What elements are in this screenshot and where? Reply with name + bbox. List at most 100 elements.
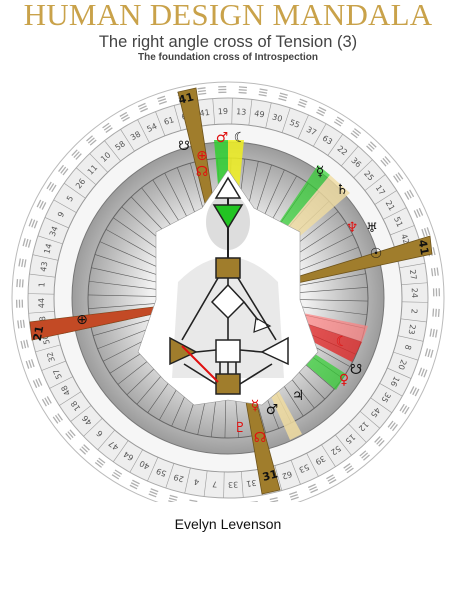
hexagram-icon [168,494,178,502]
gate-number: 14 [42,243,53,255]
gate-number: 1 [37,282,46,288]
gate-tick [401,282,428,286]
hexagram-icon [418,367,428,378]
gate-tick [364,174,386,191]
hexagram-icon [129,479,140,490]
gate-label-bottom: 31 [261,467,279,484]
gate-tick [97,429,115,450]
hexagram-icon [316,106,327,117]
gate-number: 20 [396,358,408,371]
design-mars-icon: ♂ [266,402,279,418]
hexagram-icon [359,450,370,461]
hexagram-icon [52,413,63,424]
gate-tick [281,107,291,133]
hexagram-icon [409,386,420,397]
gate-tick [370,397,393,413]
throat-center [215,257,241,279]
gate-tick [41,360,66,371]
hexagram-icon [148,488,159,498]
gate-tick [137,119,150,143]
hexagram-icon [269,497,279,502]
design-north-node-icon: ☊ [254,430,266,446]
gate-number: 38 [129,130,142,143]
heart-center [253,317,272,333]
moon-icon: ☾ [234,130,247,146]
hexagram-icon [429,328,438,338]
gate-tick [231,98,233,125]
hexagram-icon [366,141,377,152]
bodygraph-channels [181,277,277,385]
gate-tick [28,310,55,314]
gate-tick [383,207,407,220]
hexagram-icon [20,339,29,349]
gate-tick [70,405,92,422]
gate-number: 7 [212,479,218,488]
gate-tick [89,153,108,173]
gate-tick [348,423,367,443]
gate-number: 27 [408,269,418,280]
hexagram-symbols [15,85,441,502]
gate-tick [321,444,336,467]
hexagram-icon [28,218,38,229]
gate-number: 53 [298,462,311,474]
gate-tick [120,129,135,152]
gate-tick [397,335,424,342]
gate-number: 61 [163,115,176,127]
gate-tick [393,351,419,361]
gate-tick [203,470,208,497]
gate-tick [32,254,59,261]
hexagram-icon [46,181,57,193]
hexagram-icon [343,463,354,474]
gate-spoke [287,287,368,294]
gate-number: 62 [281,469,294,481]
gate-number: 54 [145,122,158,134]
gate-tick [53,199,77,213]
gate-label-left: 21 [31,325,46,342]
hexagram-icon [86,135,97,146]
gate-tick [290,460,301,485]
gate-tick [147,457,159,482]
gate-tick [335,434,352,456]
design-moon-icon: ☾ [336,334,349,350]
gate-number: 32 [45,351,57,364]
gate-number: 40 [138,459,151,472]
gate-tick [28,293,55,295]
design-earth-icon: ⊕ [76,312,88,328]
pluto-icon: ♇ [234,420,247,436]
gate-tick [374,190,397,205]
hexagram-icon [387,420,398,432]
mars-icon: ♂ [216,130,229,146]
gate-spoke [88,294,169,297]
gate-tick [379,383,403,397]
hexagram-icon [79,444,90,455]
gate-tick [29,273,56,278]
hexagram-icon [65,429,76,440]
hexagram-icon [350,128,362,139]
gate-number: 4 [193,477,200,487]
gate-tick [184,467,191,494]
gate-tick [297,114,309,139]
gate-number: 37 [305,125,318,138]
hexagram-icon [197,87,207,96]
hexagram-icon [432,308,440,318]
gate-tick [223,471,225,498]
gate-number: 48 [60,384,73,397]
hexagram-icon [278,92,288,102]
gate-number: 29 [173,472,185,483]
mandala-wheel: 4119134930553763223625172151423272422382… [11,81,445,502]
gate-number: 13 [236,107,247,117]
gate-number: 5 [65,194,75,203]
gate-tick [37,235,63,245]
hexagram-icon [374,436,385,447]
gate-number: 44 [37,298,46,308]
gate-tick [113,440,129,463]
hexagram-icon [326,474,337,485]
gate-tick [313,123,327,147]
gate-number: 39 [314,454,327,467]
gate-tick [390,225,415,236]
hexagram-icon [71,149,82,160]
hexagram-icon [421,227,431,237]
hexagram-icon [424,348,434,358]
gate-number: 34 [48,225,60,238]
gate-tick [400,318,427,323]
